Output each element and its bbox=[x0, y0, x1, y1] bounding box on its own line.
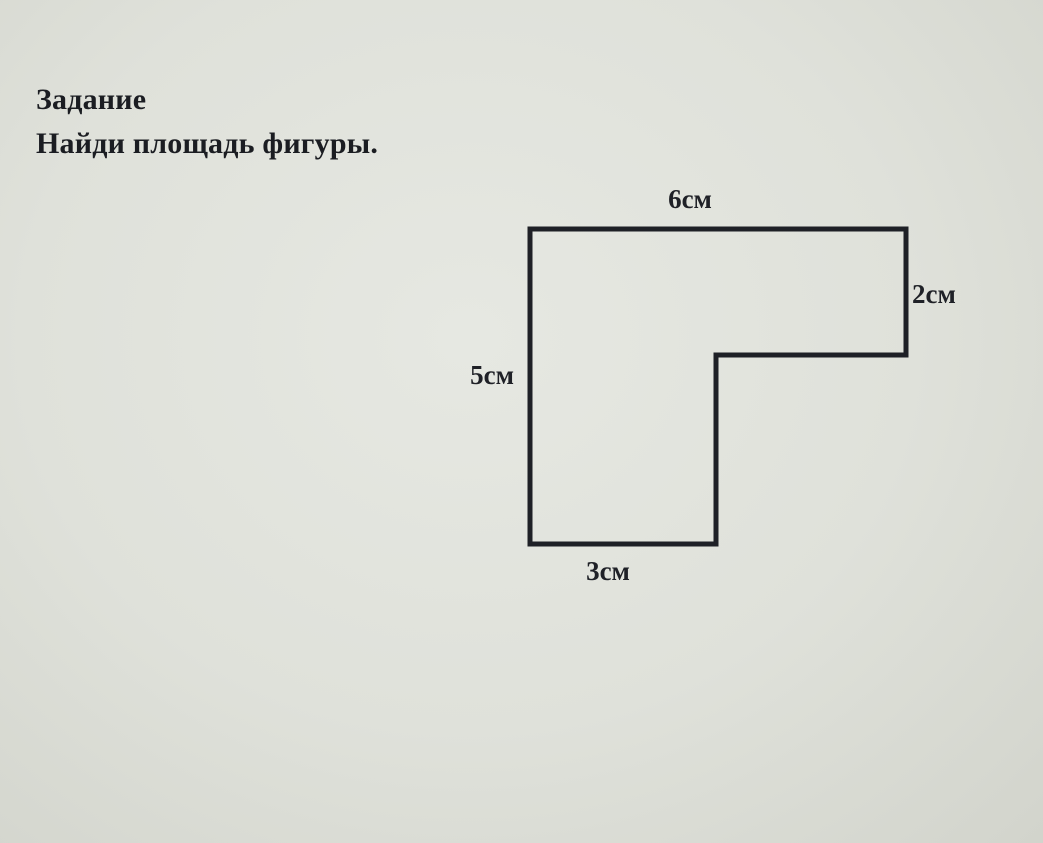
label-bottom-side: 3см bbox=[586, 556, 630, 586]
l-shape-outline bbox=[527, 226, 909, 547]
label-right-side: 2см bbox=[912, 279, 956, 309]
label-top-side: 6см bbox=[668, 184, 712, 214]
task-block: Задание Найди площадь фигуры. bbox=[36, 78, 378, 166]
label-left-side: 5см bbox=[470, 360, 514, 390]
task-question: Найди площадь фигуры. bbox=[36, 127, 379, 160]
task-heading: Задание bbox=[36, 83, 147, 116]
